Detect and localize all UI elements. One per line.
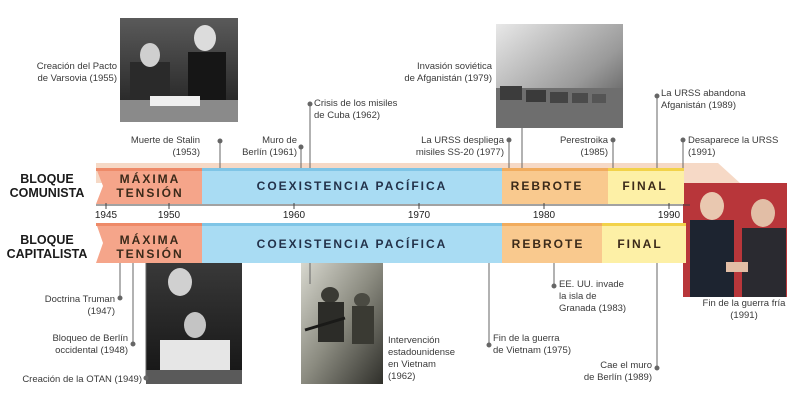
bloque-capitalista-label-2: CAPITALISTA xyxy=(7,247,88,261)
photo-fin-guerra-fria xyxy=(683,183,787,297)
event-afganistan-2: de Afganistán (1979) xyxy=(404,73,492,84)
event-vietnam-fin-2: de Vietnam (1975) xyxy=(493,345,571,356)
event-granada-2: la isla de xyxy=(559,291,597,302)
phase-coexistencia-bottom: COEXISTENCIA PACÍFICA xyxy=(257,236,448,251)
phase-maxima-top-2: TENSIÓN xyxy=(116,185,183,200)
year-1945: 1945 xyxy=(95,210,118,221)
segment-final-top xyxy=(608,168,684,204)
photo-invasion-afganistan xyxy=(496,24,623,128)
bloque-comunista-label-1: BLOQUE xyxy=(20,172,73,186)
event-vietnam-int-2: estadounidense xyxy=(388,347,455,358)
event-ss20-2: misiles SS-20 (1977) xyxy=(416,147,504,158)
segment-maxima-bottom xyxy=(96,223,202,263)
event-muro-berlin-2: Berlín (1961) xyxy=(242,147,297,158)
segment-coexistencia-top xyxy=(202,168,502,204)
phase-coexistencia-top: COEXISTENCIA PACÍFICA xyxy=(257,178,448,193)
phase-final-bottom: FINAL xyxy=(617,237,662,251)
event-perestroika-1: Perestroika xyxy=(560,135,609,146)
segment-coexistencia-bottom xyxy=(202,223,502,263)
bloque-comunista-label-2: COMUNISTA xyxy=(10,186,85,200)
event-vietnam-fin-1: Fin de la guerra xyxy=(493,333,560,344)
event-ss20-1: La URSS despliega xyxy=(421,135,505,146)
event-cuba-1: Crisis de los misiles xyxy=(314,98,398,109)
event-varsovia-1: Creación del Pacto xyxy=(37,61,117,72)
segment-rebrote-top xyxy=(502,168,608,204)
event-granada-1: EE. UU. invade xyxy=(559,279,624,290)
year-1970: 1970 xyxy=(408,210,431,221)
event-varsovia-2: de Varsovia (1955) xyxy=(37,73,117,84)
band-capitalista xyxy=(96,223,686,263)
photo-doctrina-truman xyxy=(146,258,242,384)
event-stalin-2: (1953) xyxy=(173,147,200,158)
event-urss-abandona-2: Afganistán (1989) xyxy=(661,100,736,111)
event-stalin-1: Muerte de Stalin xyxy=(131,135,200,146)
segment-final-bottom xyxy=(602,223,686,263)
event-truman-2: (1947) xyxy=(88,306,115,317)
phase-maxima-bottom-2: TENSIÓN xyxy=(116,246,183,261)
event-urss-abandona-1: La URSS abandona xyxy=(661,88,746,99)
event-truman-1: Doctrina Truman xyxy=(45,294,115,305)
event-bloqueo-1: Bloqueo de Berlín xyxy=(52,333,128,344)
top-connectors xyxy=(217,93,686,168)
photo-vietnam xyxy=(301,260,383,384)
event-fin-guerra-2: (1991) xyxy=(730,310,757,321)
segment-maxima-top xyxy=(96,168,202,204)
event-afganistan-1: Invasión soviética xyxy=(417,61,493,72)
year-1960: 1960 xyxy=(283,210,306,221)
band-comunista xyxy=(96,163,740,204)
phase-maxima-bottom-1: MÁXIMA xyxy=(120,232,181,247)
event-muro-berlin-1: Muro de xyxy=(262,135,297,146)
event-vietnam-int-4: (1962) xyxy=(388,371,415,382)
event-cae-muro-1: Cae el muro xyxy=(600,360,652,371)
event-bloqueo-2: occidental (1948) xyxy=(55,345,128,356)
event-cuba-2: de Cuba (1962) xyxy=(314,110,380,121)
event-perestroika-2: (1985) xyxy=(581,147,608,158)
event-desaparece-2: (1991) xyxy=(688,147,715,158)
phase-rebrote-bottom: REBROTE xyxy=(512,237,585,251)
event-cae-muro-2: de Berlín (1989) xyxy=(584,372,652,383)
event-otan: Creación de la OTAN (1949) xyxy=(22,374,142,385)
event-vietnam-int-3: en Vietnam xyxy=(388,359,436,370)
event-fin-guerra-1: Fin de la guerra fría xyxy=(703,298,787,309)
phase-rebrote-top: REBROTE xyxy=(511,179,584,193)
year-1980: 1980 xyxy=(533,210,556,221)
photo-pacto-varsovia xyxy=(120,18,238,122)
bottom-connectors xyxy=(117,263,660,381)
event-vietnam-int-1: Intervención xyxy=(388,335,440,346)
year-axis: 1945 1950 1960 1970 1980 1990 xyxy=(95,203,690,221)
bloque-capitalista-label-1: BLOQUE xyxy=(20,233,73,247)
year-1950: 1950 xyxy=(158,210,181,221)
phase-final-top: FINAL xyxy=(622,179,667,193)
phase-maxima-top-1: MÁXIMA xyxy=(120,171,181,186)
year-1990: 1990 xyxy=(658,210,681,221)
segment-rebrote-bottom xyxy=(502,223,602,263)
event-desaparece-1: Desaparece la URSS xyxy=(688,135,778,146)
event-granada-3: Granada (1983) xyxy=(559,303,626,314)
